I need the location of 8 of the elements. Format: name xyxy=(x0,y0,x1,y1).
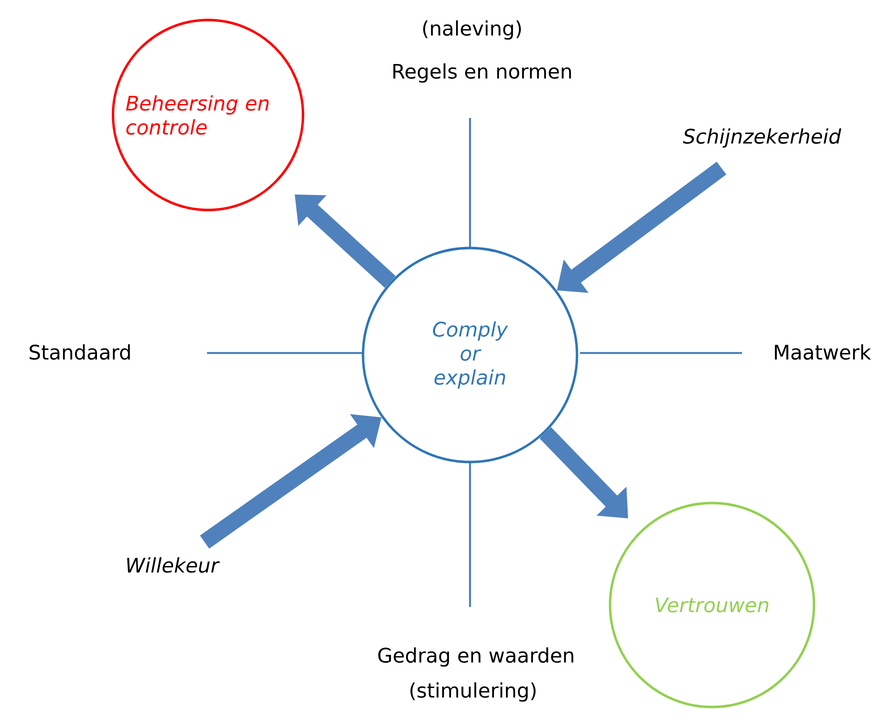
node-text: Schijnzekerheid xyxy=(682,128,842,148)
axis-label: Gedrag en waarden xyxy=(378,647,574,667)
axis-label: (naleving) xyxy=(423,20,521,40)
axis-label: Regels en normen xyxy=(393,63,571,83)
node-text: Willekeur xyxy=(127,557,220,573)
axis-label: (stimulering) xyxy=(410,682,536,702)
axis-label: Maatwerk xyxy=(774,344,871,360)
axis-label: Standaard xyxy=(30,344,130,360)
